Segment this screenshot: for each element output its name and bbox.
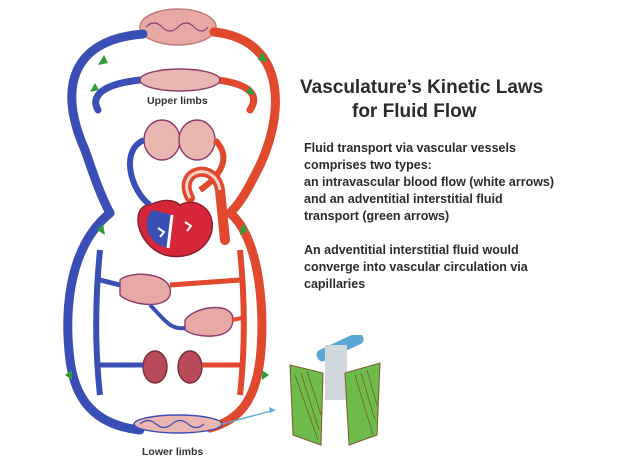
description-paragraph-2: An adventitial interstitial fluid would … xyxy=(304,242,624,293)
vein-upper-limbs-loop xyxy=(92,76,144,114)
portal-vein xyxy=(99,277,121,288)
paragraph-1-line: and an adventitial interstitial fluid xyxy=(304,192,503,206)
description-paragraph-1: Fluid transport via vascular vessels com… xyxy=(304,140,624,225)
green-arrow-icon xyxy=(90,83,99,92)
upper-limbs-label: Upper limbs xyxy=(147,95,208,107)
paragraph-1-line: comprises two types: xyxy=(304,158,432,172)
green-arrow-icon xyxy=(97,224,105,235)
lower-limbs-capillary-bed xyxy=(133,414,223,434)
artery-right-upper-loop xyxy=(209,27,280,218)
interstitial-arrows xyxy=(65,52,269,380)
vein-left-upper-loop xyxy=(67,29,148,218)
green-arrow-icon xyxy=(240,224,248,235)
gut-artery xyxy=(231,316,243,322)
heart-valve-right xyxy=(184,221,193,232)
vein-inner-left xyxy=(93,249,103,396)
artery-upper-limbs-loop xyxy=(214,76,257,114)
vein-left-lower-loop xyxy=(63,208,145,435)
inset-pointer-arrowhead xyxy=(269,407,275,413)
kidney-right xyxy=(177,350,203,384)
head-vessel-network xyxy=(145,22,209,32)
paragraph-2-line: capillaries xyxy=(304,277,366,291)
green-arrow-icon xyxy=(98,55,108,65)
vessel-tube-inner xyxy=(325,345,347,400)
lung-capillary-bed-right xyxy=(178,119,216,161)
heart-valve-left xyxy=(157,227,166,238)
title-line-1: Vasculature’s Kinetic Laws xyxy=(300,77,544,98)
page-title: Vasculature’s Kinetic Laws for Fluid Flo… xyxy=(300,76,620,124)
lower-limbs-label: Lower limbs xyxy=(142,446,203,458)
green-arrow-icon xyxy=(262,370,269,380)
liver-capillary-bed xyxy=(119,273,171,306)
green-arrow-icon xyxy=(65,370,72,380)
paragraph-2-line: converge into vascular circulation via xyxy=(304,260,528,274)
artery-right-lower-loop xyxy=(205,208,267,433)
gut-capillary-bed xyxy=(184,306,234,337)
lower-limbs-vessel-network xyxy=(139,419,205,429)
pulmonary-vein xyxy=(126,137,152,208)
vessel-wall-inset xyxy=(289,335,381,446)
green-arrow-icon xyxy=(246,86,255,95)
paragraph-1-line: an intravascular blood flow (white arrow… xyxy=(304,175,555,189)
paragraph-1-line: transport (green arrows) xyxy=(304,209,450,223)
paragraph-2-line: An adventitial interstitial fluid would xyxy=(304,243,519,257)
circulation-diagram: Upper limbs Lower limbs xyxy=(63,8,280,458)
artery-inner-right xyxy=(237,249,247,396)
pulmonary-artery xyxy=(198,137,227,193)
upper-limbs-capillary-bed xyxy=(139,68,221,92)
kidney-left xyxy=(142,350,168,384)
title-line-2: for Fluid Flow xyxy=(352,101,477,122)
gut-vein xyxy=(148,303,186,331)
green-arrow-icon xyxy=(258,52,268,62)
aortic-arch-highlight xyxy=(185,170,222,199)
lung-capillary-bed-left xyxy=(143,119,181,161)
inset-pointer-arrow xyxy=(221,409,276,425)
wall-fibers xyxy=(294,369,378,441)
vessel-wall-right xyxy=(344,362,381,446)
paragraph-1-line: Fluid transport via vascular vessels xyxy=(304,141,516,155)
hepatic-artery xyxy=(169,277,241,288)
heart-chamber-divider xyxy=(166,214,174,249)
